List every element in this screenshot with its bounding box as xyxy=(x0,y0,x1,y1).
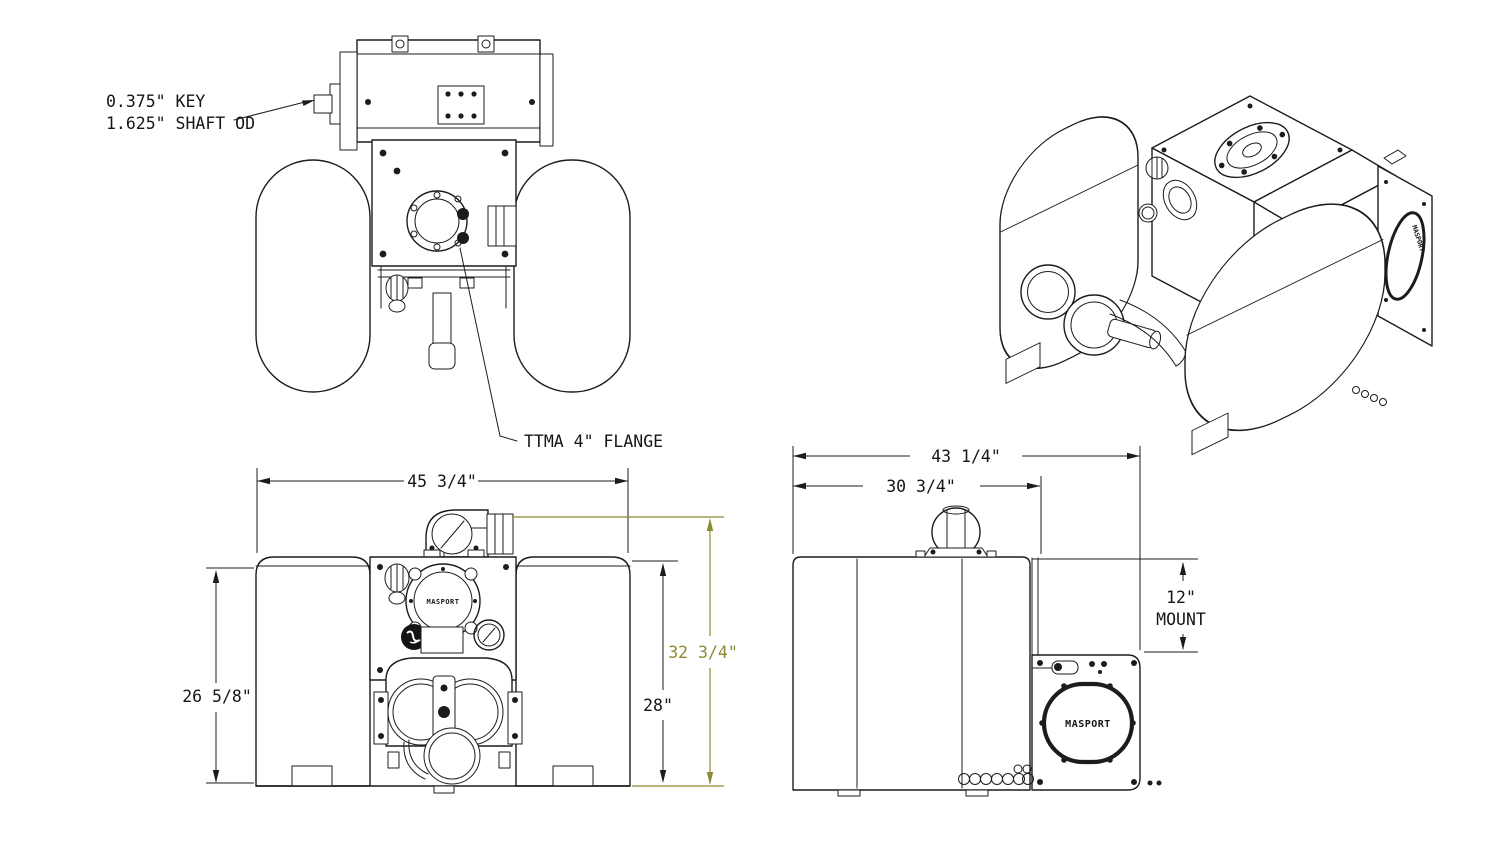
tank-side xyxy=(792,556,1031,791)
left-tank-front xyxy=(255,159,371,393)
isometric-view: MASPORT xyxy=(999,95,1433,456)
pump-brand-text: MASPORT xyxy=(1065,719,1111,730)
rotor-housing xyxy=(373,657,523,785)
pump-side-body: MASPORT xyxy=(1031,557,1162,791)
sightglass-brand-text: MASPORT xyxy=(426,598,459,606)
shaft-leader xyxy=(233,100,315,121)
iso-elbow-assembly xyxy=(1020,264,1187,367)
dim-side-length: 43 1/4" xyxy=(792,446,1141,650)
drain-pipe xyxy=(432,292,452,346)
front-view-top: 0.375" KEY 1.625" SHAFT OD TTMA 4" FLANG… xyxy=(106,35,663,451)
motor-shaft xyxy=(313,94,333,114)
flex-hose-coil xyxy=(958,764,1034,785)
lower-frame xyxy=(377,265,511,370)
dim-overall-height-text: 32 3/4" xyxy=(668,643,738,662)
dim-front-width: 45 3/4" xyxy=(256,468,629,553)
side-view-dimensioned: MASPORT 43 1/4" xyxy=(792,446,1206,797)
dim-mount-word-text: MOUNT xyxy=(1156,610,1206,629)
dim-body-height: 28" xyxy=(632,560,678,783)
vacuum-gauge xyxy=(473,619,505,651)
dim-side-length-text: 43 1/4" xyxy=(931,447,1001,466)
flange-leader xyxy=(459,247,518,442)
dim-front-width-text: 45 3/4" xyxy=(407,472,477,491)
iso-front-canister xyxy=(1184,203,1386,456)
iso-front-fittings xyxy=(1138,156,1198,223)
front-view-dimensioned: MASPORT xyxy=(182,468,738,794)
dim-body-height-text: 28" xyxy=(643,696,673,715)
dim-tank-height-text: 26 5/8" xyxy=(182,687,252,706)
top-valve-fitting xyxy=(915,505,997,558)
discharge-elbow xyxy=(423,509,514,558)
dim-tank-length: 30 3/4" xyxy=(793,476,1042,554)
dim-mount-value-text: 12" xyxy=(1166,588,1196,607)
suction-flange xyxy=(406,190,468,252)
dim-tank-height: 26 5/8" xyxy=(182,567,254,784)
iso-back-canister xyxy=(999,116,1139,384)
right-tank-front xyxy=(513,159,631,393)
left-tank xyxy=(255,556,371,787)
iso-top-flange xyxy=(1214,121,1290,179)
nameplate xyxy=(420,626,464,654)
shaft-od-label: 1.625" SHAFT OD xyxy=(106,114,255,133)
dim-mount: 12" MOUNT xyxy=(1032,558,1206,653)
key-label: 0.375" KEY xyxy=(106,92,205,111)
dim-overall-height: 32 3/4" xyxy=(512,516,738,787)
dim-tank-length-text: 30 3/4" xyxy=(886,477,956,496)
right-tank xyxy=(515,556,631,787)
pump-mount-plate xyxy=(371,139,517,267)
ttma-flange-label: TTMA 4" FLANGE xyxy=(524,432,663,451)
motor-assembly xyxy=(313,35,554,151)
